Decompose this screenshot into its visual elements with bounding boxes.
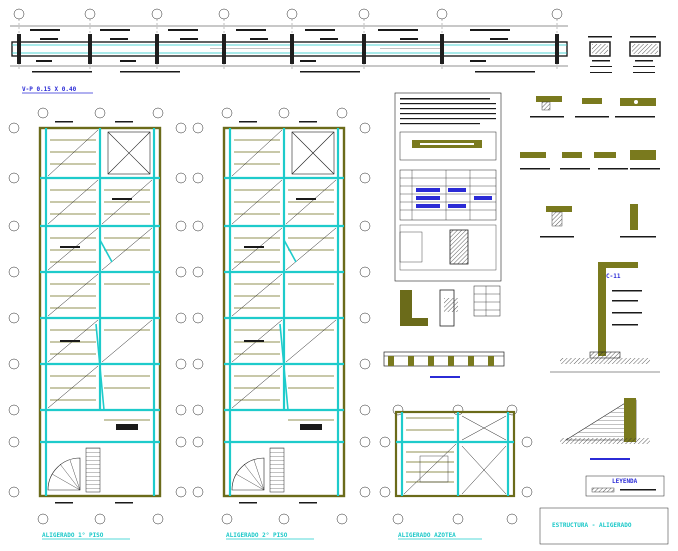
stair-elevation: [560, 398, 650, 460]
plan2-title: ALIGERADO 2° PISO: [226, 532, 288, 539]
legend-box: LEYENDA: [585, 475, 665, 497]
beam-cross-sections: [588, 36, 661, 73]
beam-elevation: V-P 0.15 X 0.40: [10, 8, 568, 94]
plan-first-floor: ALIGERADO 1° PISO: [8, 107, 187, 540]
plan1-title: ALIGERADO 1° PISO: [42, 532, 104, 539]
section-c11: C-11: [550, 262, 660, 373]
ribbed-slab-section: [383, 351, 505, 378]
legend-title: LEYENDA: [612, 478, 638, 485]
plan-roof: ALIGERADO AZOTEA: [379, 404, 533, 540]
section-c11-label: C-11: [606, 273, 621, 280]
title-block: ESTRUCTURA - ALIGERADO: [539, 507, 669, 545]
plan3-title: ALIGERADO AZOTEA: [398, 532, 456, 539]
footer-title: ESTRUCTURA - ALIGERADO: [552, 522, 632, 529]
title-mask: [220, 528, 320, 542]
notes-table: [394, 92, 502, 282]
slab-rib-details: [520, 96, 660, 238]
plan-second-floor: [191, 106, 372, 541]
column-detail: [400, 285, 501, 327]
spiral-stair: [47, 447, 101, 493]
beam-section-label: V-P 0.15 X 0.40: [22, 86, 77, 93]
